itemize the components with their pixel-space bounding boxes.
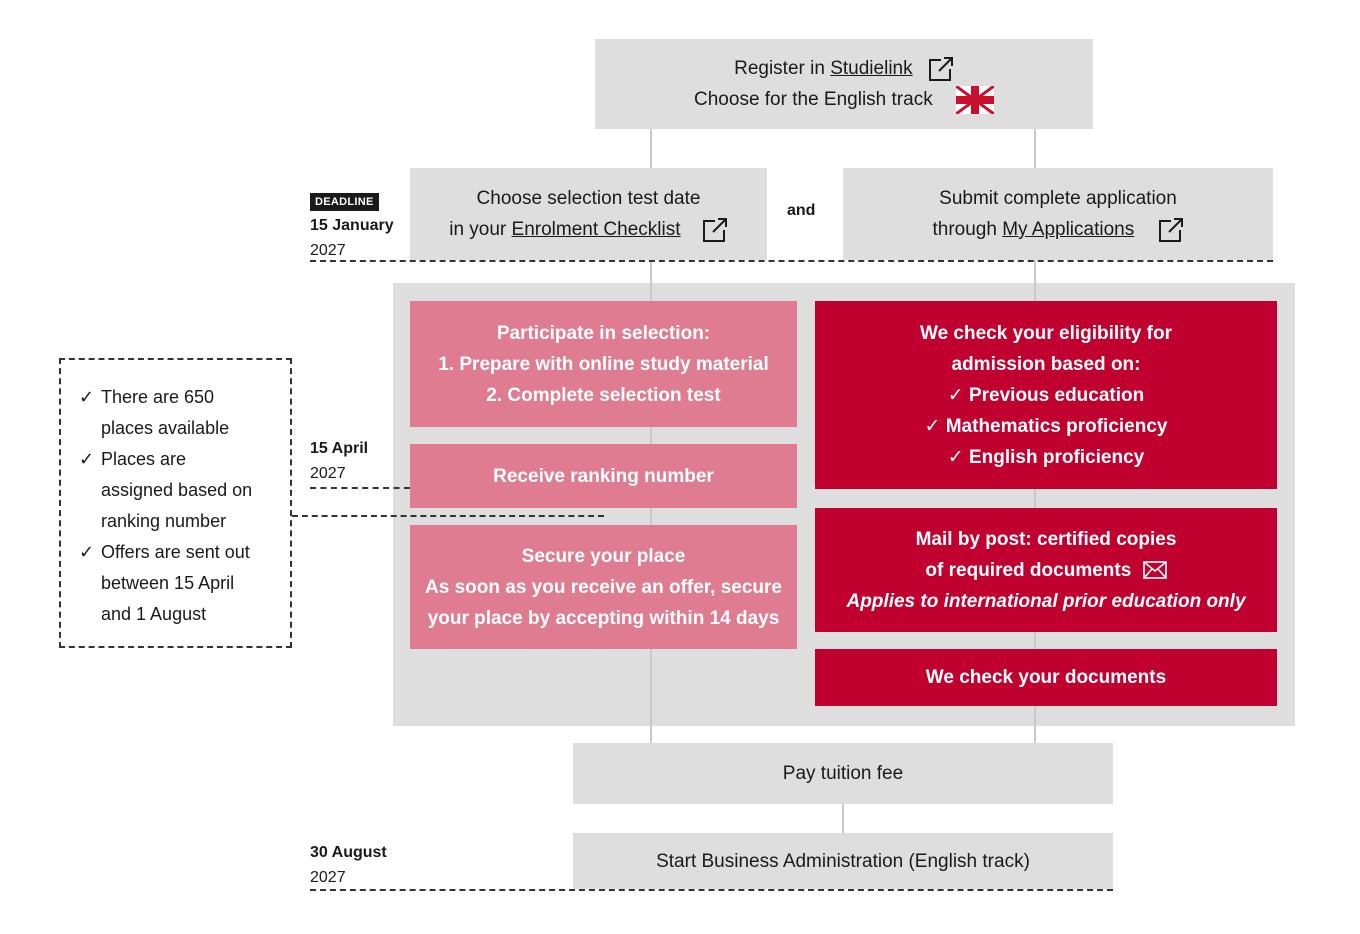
deadline-april-year: 2027 <box>310 465 346 482</box>
uk-flag-icon <box>955 85 994 114</box>
check-documents-label: We check your documents <box>925 667 1167 688</box>
deadline-january-year: 2027 <box>310 242 346 259</box>
deadline-april: 15 April 2027 <box>310 436 368 486</box>
secure-place-box: Secure your place As soon as you receive… <box>410 525 797 649</box>
pay-label: Pay tuition fee <box>782 763 904 784</box>
eligibility-line-1: We check your eligibility for <box>920 322 1172 344</box>
eligibility-item: ✓ English proficiency <box>947 446 1145 468</box>
register-line-2: Choose for the English track <box>694 84 994 115</box>
connector-line-center <box>842 803 844 833</box>
mail-line-3: Applies to international prior education… <box>846 590 1246 612</box>
pay-tuition-box: Pay tuition fee <box>573 743 1113 804</box>
deadline-august-day: 30 August <box>310 844 387 861</box>
check-documents-box: We check your documents <box>815 649 1277 706</box>
register-box: Register in Studielink Choose for the En… <box>595 39 1093 129</box>
eligibility-line-2: admission based on: <box>951 353 1141 375</box>
selection-date-line-1: Choose selection test date <box>476 188 701 209</box>
external-link-icon[interactable] <box>928 55 954 82</box>
register-line-1: Register in Studielink <box>734 53 954 84</box>
participate-step-1: 1. Prepare with online study material <box>438 353 769 375</box>
connector-line-left-inner <box>650 283 652 744</box>
ranking-label: Receive ranking number <box>493 465 714 487</box>
check-icon: ✓ <box>79 542 95 562</box>
start-programme-box: Start Business Administration (English t… <box>573 833 1113 889</box>
deadline-january-day: 15 January <box>310 217 394 234</box>
secure-line-1: As soon as you receive an offer, secure <box>425 576 782 598</box>
my-applications-link[interactable]: My Applications <box>1002 219 1135 240</box>
mail-line-1: Mail by post: certified copies <box>915 528 1177 550</box>
deadline-line-january <box>310 260 1273 262</box>
envelope-icon <box>1142 561 1167 580</box>
deadline-line-august <box>310 889 1113 891</box>
eligibility-item: ✓ Mathematics proficiency <box>924 415 1168 437</box>
deadline-april-day: 15 April <box>310 440 369 457</box>
eligibility-item: ✓ Previous education <box>947 384 1145 406</box>
external-link-icon[interactable] <box>702 216 728 243</box>
studielink-link[interactable]: Studielink <box>830 58 913 79</box>
mail-documents-box: Mail by post: certified copies of requir… <box>815 508 1277 632</box>
secure-title: Secure your place <box>521 545 686 567</box>
deadline-august: 30 August 2027 <box>310 840 387 890</box>
ranking-number-box: Receive ranking number <box>410 444 797 508</box>
deadline-january: DEADLINE 15 January 2027 <box>310 188 394 263</box>
note-connector-line <box>292 515 604 517</box>
deadline-august-year: 2027 <box>310 869 346 886</box>
mail-line-2: of required documents <box>925 555 1167 586</box>
submit-application-box: Submit complete application through My A… <box>843 168 1273 260</box>
deadline-badge: DEADLINE <box>310 193 379 211</box>
selection-date-line-2: in your Enrolment Checklist <box>449 214 728 245</box>
start-label: Start Business Administration (English t… <box>656 850 1030 872</box>
external-link-icon[interactable] <box>1158 216 1184 243</box>
selection-test-date-box: Choose selection test date in your Enrol… <box>410 168 767 260</box>
secure-line-2: your place by accepting within 14 days <box>427 607 780 629</box>
participate-step-2: 2. Complete selection test <box>486 384 721 406</box>
and-label: and <box>787 202 816 219</box>
participate-selection-box: Participate in selection: 1. Prepare wit… <box>410 301 797 427</box>
deadline-line-april <box>310 487 410 489</box>
participate-title: Participate in selection: <box>496 322 711 344</box>
enrolment-checklist-link[interactable]: Enrolment Checklist <box>511 219 681 240</box>
application-line-1: Submit complete application <box>939 188 1177 209</box>
eligibility-check-box: We check your eligibility for admission … <box>815 301 1277 489</box>
check-icon: ✓ <box>79 387 95 407</box>
check-icon: ✓ <box>79 449 95 469</box>
application-line-2: through My Applications <box>932 214 1184 245</box>
